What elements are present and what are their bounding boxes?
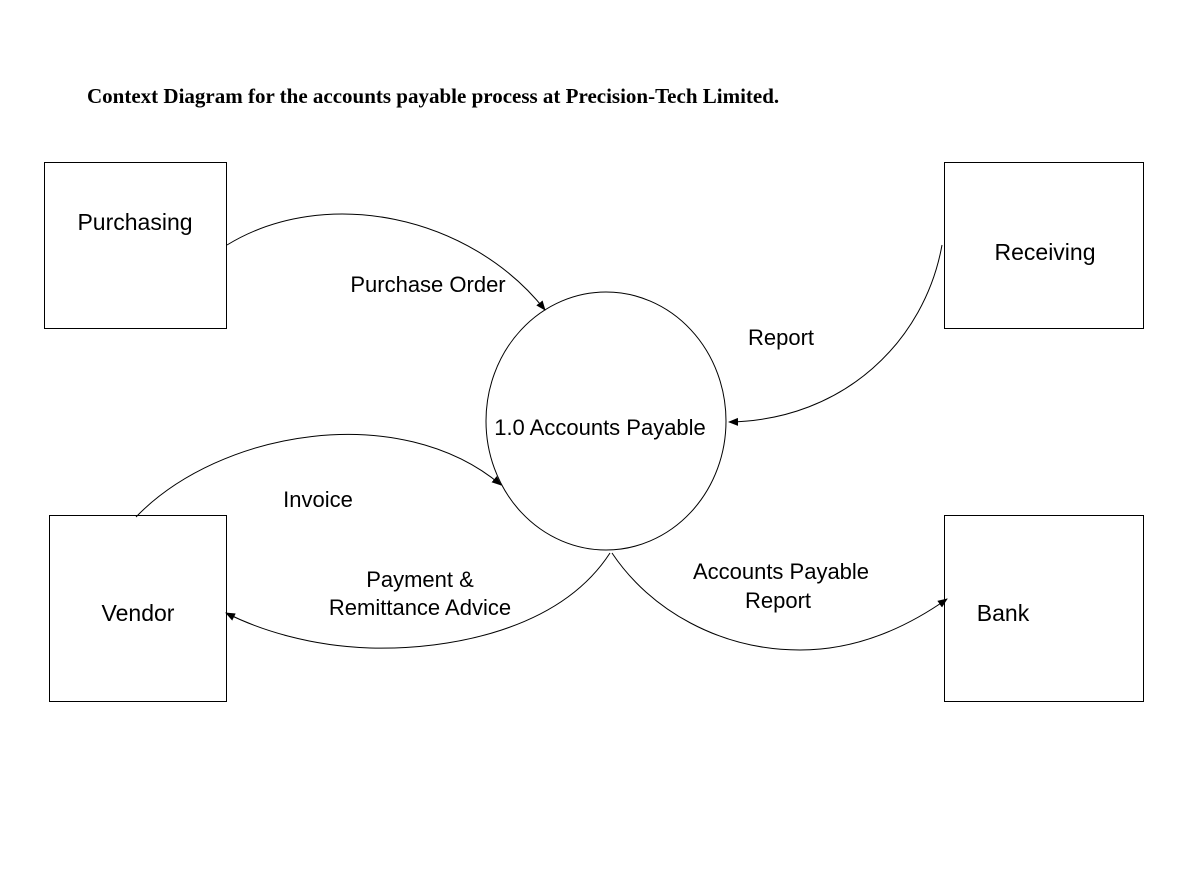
flow-ap-report-line	[611, 552, 948, 651]
diagram-title: Context Diagram for the accounts payable…	[87, 84, 780, 108]
flow-invoice-label: Invoice	[283, 487, 353, 512]
entity-vendor-label: Vendor	[102, 600, 175, 626]
entity-receiving-label: Receiving	[995, 239, 1096, 265]
flow-report-label: Report	[748, 325, 814, 350]
entity-purchasing: Purchasing	[44, 162, 227, 329]
process-accounts-payable: 1.0 Accounts Payable	[485, 291, 727, 551]
process-label: 1.0 Accounts Payable	[494, 415, 706, 440]
flow-purchase-order-line	[226, 213, 546, 311]
flow-report-line	[728, 244, 943, 426]
flow-payment-line	[225, 552, 611, 649]
entity-purchasing-label: Purchasing	[77, 209, 192, 235]
flow-payment-label-line2: Remittance Advice	[329, 595, 511, 620]
entity-vendor: Vendor	[49, 515, 227, 702]
entity-bank: Bank	[944, 515, 1144, 702]
flow-invoice-line	[135, 434, 502, 518]
flow-ap-report-label-line1: Accounts Payable	[693, 559, 869, 584]
flow-purchase-order-label: Purchase Order	[350, 272, 505, 297]
flow-ap-report-label-line2: Report	[745, 588, 811, 613]
flow-payment-label-line1: Payment &	[366, 567, 474, 592]
entity-bank-label: Bank	[977, 600, 1030, 626]
entity-receiving: Receiving	[944, 162, 1144, 329]
